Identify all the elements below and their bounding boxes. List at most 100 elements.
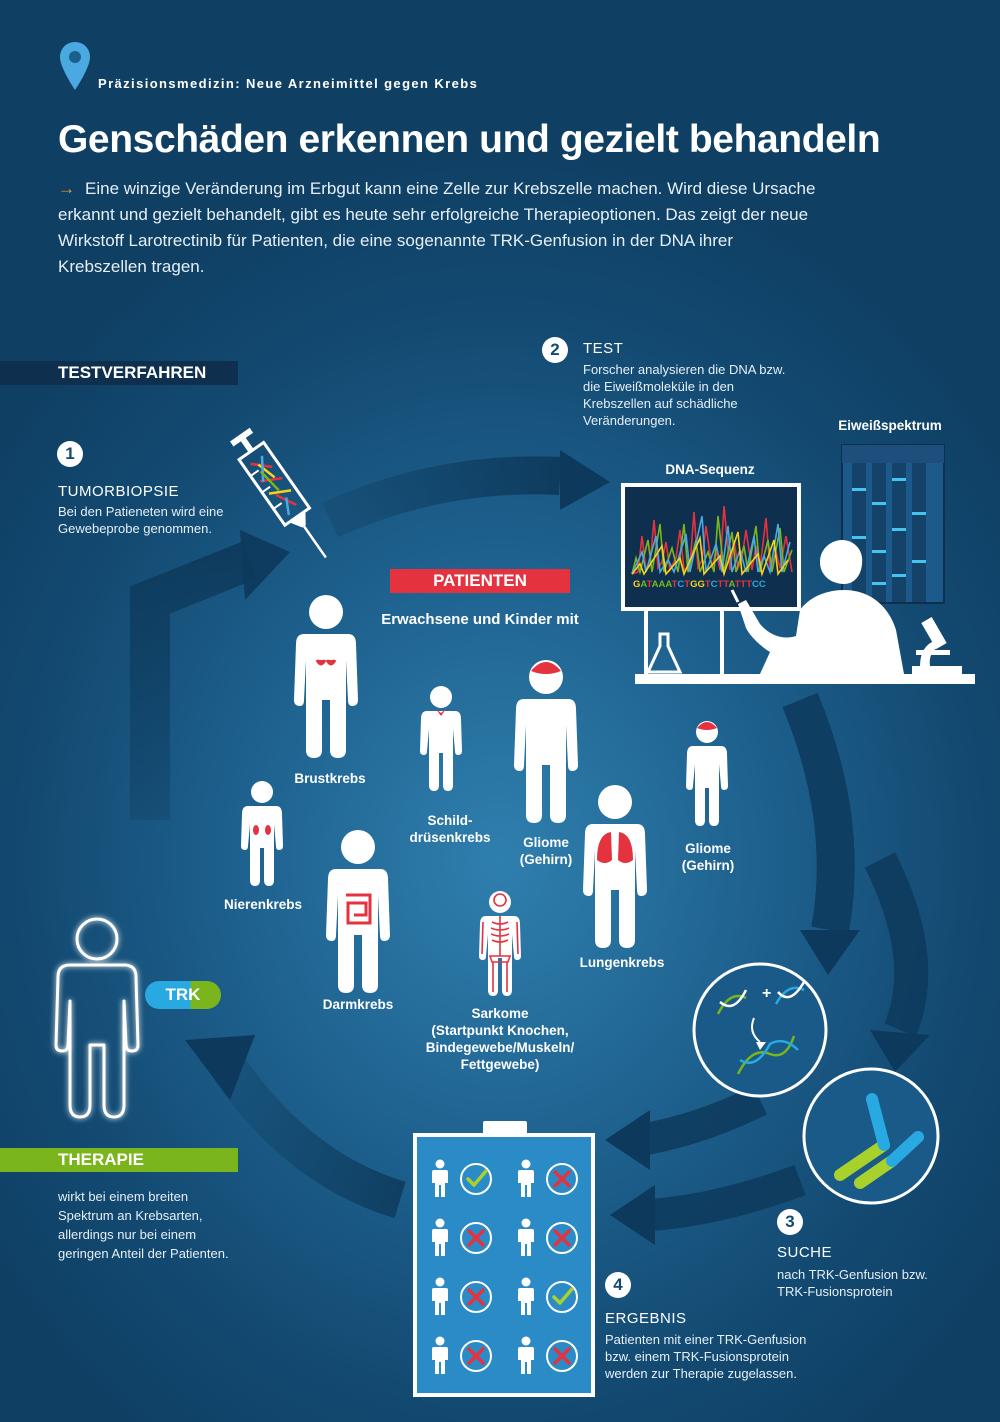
therapy-person-figure: [54, 917, 140, 1119]
step-3-title: SUCHE: [777, 1244, 833, 1261]
trk-label: TRK: [165, 985, 201, 1004]
protein-label: Eiweißspektrum: [838, 418, 942, 433]
arrow-head-result-2: [610, 1185, 655, 1245]
dna-letter: A: [652, 579, 659, 590]
dna-sequence: GATAAATCTGGTCTTATTTCC: [633, 579, 766, 590]
dna-letter: T: [705, 579, 711, 590]
dna-letter: G: [633, 579, 640, 590]
cross-icon: [546, 1222, 578, 1254]
intro-text: →Eine winzige Veränderung im Erbgut kann…: [58, 176, 818, 280]
cross-icon: [460, 1222, 492, 1254]
step-2-number: 2: [542, 337, 568, 363]
cross-icon: [460, 1281, 492, 1313]
dna-letter: G: [697, 579, 704, 590]
arrow-head-right-2: [870, 1030, 930, 1072]
flask-icon: [645, 632, 683, 674]
protein-circle: [802, 1067, 940, 1205]
dna-letter: T: [684, 579, 690, 590]
therapie-text: wirkt bei einem breiten Spektrum an Kreb…: [58, 1189, 229, 1261]
dna-letter: T: [735, 579, 741, 590]
arrow-head-top: [560, 450, 610, 510]
patienten-subtitle: Erwachsene und Kinder mit: [381, 611, 579, 628]
step-1-title: TUMORBIOPSIE: [58, 483, 180, 500]
section-patienten: PATIENTEN: [390, 569, 570, 593]
microscope-icon: [912, 617, 962, 674]
location-pin-icon: [60, 42, 90, 90]
arrow-bottom: [214, 1059, 406, 1219]
figure-darm: [326, 830, 390, 993]
step-3-text: nach TRK-Genfusion bzw. TRK-Fusionsprote…: [777, 1267, 928, 1299]
label-gliome-1-text: Gliome (Gehirn): [519, 835, 573, 867]
kicker: Präzisionsmedizin: Neue Arzneimittel geg…: [98, 76, 479, 91]
step-1-number: 1: [57, 441, 83, 467]
arrow-head-bottom: [185, 1035, 255, 1100]
person-icon: [432, 1218, 448, 1256]
dna-letter: A: [728, 579, 735, 590]
step-1-text: Bei den Patieneten wird eine Gewebeprobe…: [58, 504, 224, 536]
arrow-right-icon: →: [58, 179, 75, 198]
step-4-text: Patienten mit einer TRK-Genfusion bzw. e…: [605, 1332, 807, 1381]
cross-icon: [546, 1340, 578, 1372]
dna-letter: C: [752, 579, 759, 590]
label-lunge: Lungenkrebs: [579, 955, 665, 970]
figure-lunge: [583, 785, 647, 948]
dna-letter: C: [759, 579, 766, 590]
figure-brustkrebs: [294, 595, 358, 758]
result-grid: [417, 1137, 591, 1393]
label-sarkome-text: (Startpunkt Knochen, Bindegewebe/Muskeln…: [425, 1023, 575, 1072]
arrow-head-right: [800, 930, 860, 975]
lab-scene: GATAAATCTGGTCTTATTTCC: [621, 444, 975, 684]
dna-letter: C: [677, 579, 684, 590]
scientist-figure: [738, 590, 904, 674]
cross-icon: [460, 1340, 492, 1372]
section-testverfahren: TESTVERFAHREN: [0, 361, 238, 385]
arrow-to-result-1: [637, 1085, 768, 1156]
label-gliome-2: Gliome (Gehirn): [681, 841, 735, 873]
figure-gliome-adult: [514, 660, 578, 823]
arrow-right-down-2: [864, 852, 929, 1037]
dna-letter: T: [718, 579, 724, 590]
arrow-top: [322, 456, 561, 538]
dna-letter: T: [723, 579, 729, 590]
figure-gliome-child: [686, 721, 728, 826]
dna-letter: G: [690, 579, 697, 590]
label-brustkrebs: Brustkrebs: [294, 771, 366, 786]
dna-letter: C: [711, 579, 718, 590]
syringe-icon: [230, 427, 327, 559]
dna-letter: T: [647, 579, 653, 590]
person-icon: [432, 1277, 448, 1315]
step-4-number: 4: [605, 1272, 631, 1298]
dna-letter: T: [746, 579, 752, 590]
section-therapie: THERAPIE: [0, 1148, 238, 1172]
arrow-left-up: [130, 541, 258, 820]
person-icon: [518, 1159, 534, 1197]
person-icon: [432, 1159, 448, 1197]
dna-fusion-circle: +: [692, 962, 828, 1098]
step-2-title: TEST: [583, 340, 624, 357]
dna-letter: T: [740, 579, 746, 590]
dna-label: DNA-Sequenz: [665, 462, 755, 477]
figure-nieren: [241, 781, 283, 886]
check-icon: [460, 1163, 492, 1195]
label-nieren: Nierenkrebs: [223, 897, 303, 912]
arrow-head-left: [240, 530, 290, 600]
step-3-number: 3: [777, 1209, 803, 1235]
step-4-title: ERGEBNIS: [605, 1310, 687, 1327]
figure-schilddruese: [420, 686, 462, 791]
result-board: [413, 1121, 595, 1397]
check-icon: [546, 1281, 578, 1313]
arrow-head-result-1: [605, 1110, 650, 1170]
step-2-text: Forscher analysieren die DNA bzw. die Ei…: [583, 362, 786, 428]
page-title: Genschäden erkennen und gezielt behandel…: [58, 118, 881, 161]
cross-icon: [546, 1163, 578, 1195]
person-icon: [432, 1336, 448, 1374]
label-schilddruese: Schild- drüsenkrebs: [409, 813, 491, 845]
dna-letter: A: [665, 579, 672, 590]
arrow-to-result-2: [648, 1165, 806, 1231]
label-gliome-1: Gliome (Gehirn): [486, 834, 606, 868]
intro-paragraph: Eine winzige Veränderung im Erbgut kann …: [58, 179, 816, 276]
svg-text:+: +: [762, 985, 771, 1002]
